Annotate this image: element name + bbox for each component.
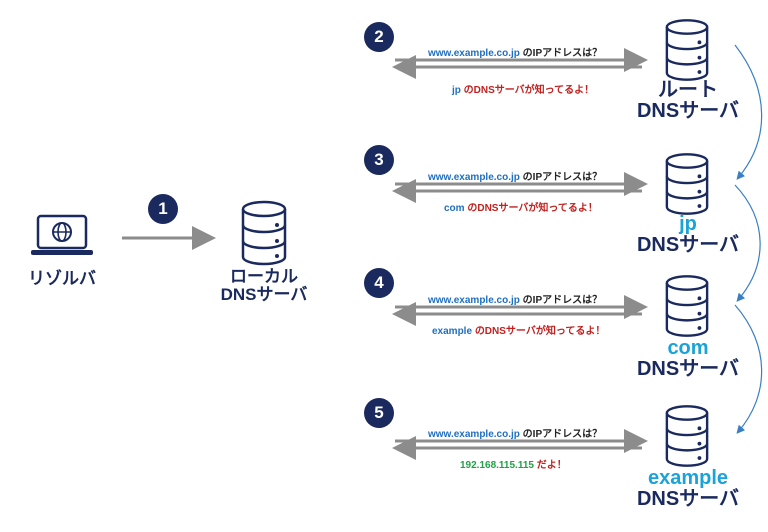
database-icon (665, 405, 709, 467)
query-host: www.example.co.jp (428, 172, 520, 183)
resolver-label: リゾルバ (28, 269, 96, 288)
database-icon (665, 153, 709, 215)
query-rest: のIPアドレスは？ (522, 172, 603, 183)
root-server-line2: DNSサーバ (636, 100, 740, 122)
database-icon (665, 275, 709, 337)
answer-text-2: jp のDNSサーバが知ってるよ！ (452, 81, 594, 96)
answer-rest: のDNSサーバが知ってるよ！ (463, 85, 595, 96)
answer-text-4: example のDNSサーバが知ってるよ！ (432, 322, 605, 337)
query-host: www.example.co.jp (428, 48, 520, 59)
laptop-icon (31, 214, 93, 255)
com-server-label: com DNSサーバ (630, 338, 746, 380)
answer-rest: のDNSサーバが知ってるよ！ (474, 326, 606, 337)
query-rest: のIPアドレスは？ (522, 295, 603, 306)
query-text-3: www.example.co.jp のIPアドレスは？ (428, 168, 602, 183)
query-rest: のIPアドレスは？ (522, 429, 603, 440)
query-rest: のIPアドレスは？ (522, 48, 603, 59)
local-server-label: ローカル DNSサーバ (214, 268, 314, 304)
local-server-line1: ローカル (230, 267, 298, 286)
answer-ip: 192.168.115.115 (460, 460, 534, 471)
jp-server-line1: jp (679, 213, 697, 235)
step-badge-4: 4 (364, 268, 394, 298)
answer-rest: だよ！ (536, 460, 567, 471)
step-badge-1: 1 (148, 194, 178, 224)
step-badge-2: 2 (364, 22, 394, 52)
database-icon (241, 200, 287, 266)
example-server-line2: DNSサーバ (636, 488, 740, 510)
answer-text-3: com のDNSサーバが知ってるよ！ (444, 199, 598, 214)
curve-com-to-example (734, 304, 763, 434)
answer-text-5: 192.168.115.115 だよ！ (460, 456, 567, 471)
answer-key: jp (452, 85, 461, 96)
curve-jp-to-com (734, 184, 761, 302)
answer-rest: のDNSサーバが知ってるよ！ (467, 203, 598, 214)
query-text-5: www.example.co.jp のIPアドレスは？ (428, 425, 602, 440)
database-icon (665, 19, 709, 81)
query-text-2: www.example.co.jp のIPアドレスは？ (428, 44, 602, 59)
query-host: www.example.co.jp (428, 295, 520, 306)
query-host: www.example.co.jp (428, 429, 520, 440)
answer-key: example (432, 326, 473, 337)
root-server-line1: ルート (658, 79, 718, 101)
jp-server-line2: DNSサーバ (636, 234, 740, 256)
curve-root-to-jp (734, 44, 763, 180)
example-server-label: example DNSサーバ (630, 468, 746, 510)
jp-server-label: jp DNSサーバ (630, 214, 746, 256)
answer-key: com (444, 203, 465, 214)
local-server-line2: DNSサーバ (220, 284, 308, 304)
query-text-4: www.example.co.jp のIPアドレスは？ (428, 291, 602, 306)
example-server-line1: example (647, 467, 729, 489)
com-server-line1: com (667, 337, 709, 359)
step-badge-3: 3 (364, 145, 394, 175)
root-server-label: ルート DNSサーバ (630, 80, 746, 122)
step-badge-5: 5 (364, 398, 394, 428)
com-server-line2: DNSサーバ (636, 358, 740, 380)
